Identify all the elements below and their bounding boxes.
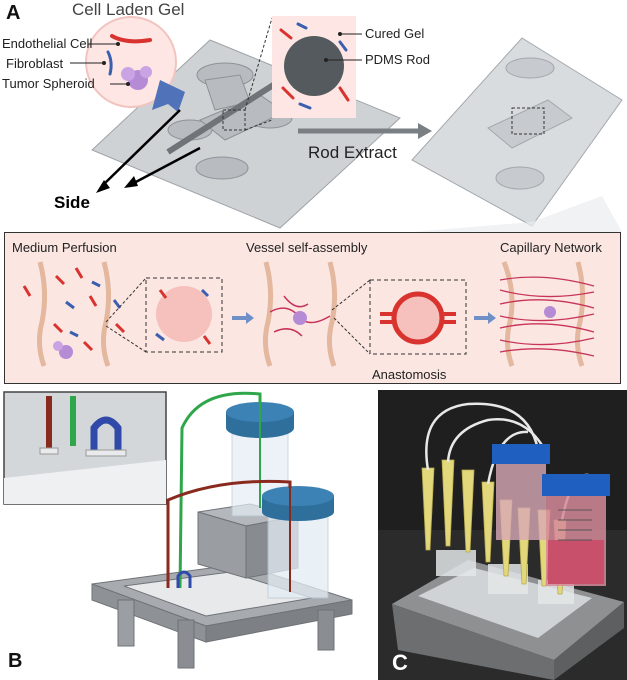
legend-tumor-spheroid: Tumor Spheroid <box>2 76 95 91</box>
cell-laden-gel-title: Cell Laden Gel <box>72 0 185 19</box>
panel-a-label: A <box>6 2 21 24</box>
step-capillary-network: Capillary Network <box>500 240 602 255</box>
step2-channel <box>262 261 338 367</box>
step1-channel <box>22 261 126 367</box>
step-medium-perfusion: Medium Perfusion <box>12 240 117 255</box>
panel-a-device-illustration <box>70 16 623 232</box>
anastomosis-label: Anastomosis <box>372 367 447 382</box>
rod-cross-section <box>284 36 344 96</box>
right-chip-channels <box>487 57 573 190</box>
step1-zoom-box <box>145 277 223 353</box>
process-arrow-2 <box>474 312 496 324</box>
side-arrow-2 <box>131 146 201 186</box>
side-arrow-1 <box>101 109 181 187</box>
cell-gel-bubble <box>85 16 177 108</box>
green-tube <box>178 391 262 589</box>
focus-box <box>222 109 246 131</box>
process-illustration <box>22 261 595 367</box>
cap-front <box>262 503 334 521</box>
bottle-cap-2 <box>542 474 610 496</box>
inset-pdms-rod: PDMS Rod <box>365 52 431 67</box>
panel-b-label: B <box>8 650 23 672</box>
process-arrow-1 <box>232 312 254 324</box>
step2-zoom-box <box>369 279 467 355</box>
side-label: Side <box>54 193 90 212</box>
right-focus-box <box>511 107 545 135</box>
panel-b-render <box>3 391 353 669</box>
panel-c-label: C <box>392 650 408 675</box>
rod-extract-label: Rod Extract <box>308 143 397 162</box>
step3-network <box>499 261 595 367</box>
bottle-cap-1 <box>492 444 550 464</box>
inset-cured-gel: Cured Gel <box>365 26 425 41</box>
legend-fibroblast: Fibroblast <box>6 56 64 71</box>
legend-endothelial: Endothelial Cell <box>2 36 93 51</box>
platform-stand <box>91 563 353 669</box>
red-tube <box>166 479 292 588</box>
step-vessel-self-assembly: Vessel self-assembly <box>246 240 368 255</box>
inject-arrow <box>152 80 185 112</box>
panel-c-photo <box>378 390 627 680</box>
